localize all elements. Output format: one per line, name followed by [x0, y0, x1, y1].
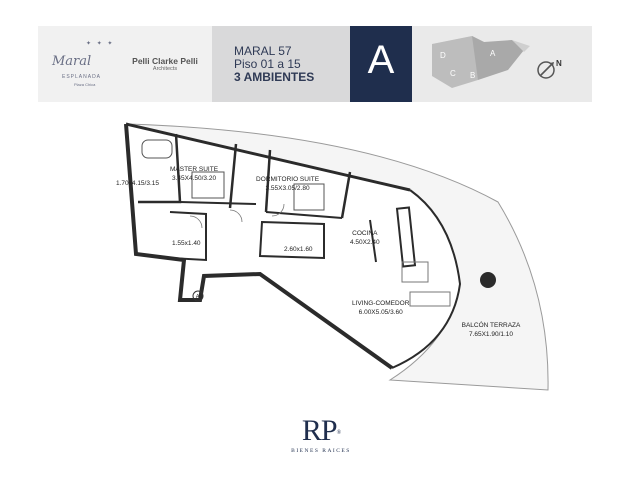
unit-info-panel: MARAL 57 Piso 01 a 15 3 AMBIENTES	[212, 26, 350, 102]
room-master-suite: MASTER SUITE 3.45X4.50/3.20	[170, 166, 218, 183]
bathtub-icon	[141, 139, 173, 159]
dining-table-icon	[409, 291, 451, 307]
floors-range: Piso 01 a 15	[234, 57, 301, 71]
rp-logo-mark: RP	[301, 414, 338, 447]
key-plan-label-c: C	[450, 69, 456, 78]
wall-dorm-south	[265, 211, 343, 219]
architect-logo: Pelli Clarke Pelli Architects	[124, 56, 206, 72]
wall-dorm-west	[264, 149, 272, 213]
stars-icon: ✦ ✦ ✦	[86, 41, 115, 47]
room-cocina: COCINA 4.50X2.40	[350, 230, 380, 247]
planter-icon	[480, 272, 496, 288]
room-bath-1: 1.70x4.15/3.15	[116, 180, 160, 189]
door-swing-icon	[189, 215, 203, 229]
unit-letter: A	[367, 38, 395, 82]
rp-logo-subtitle: BIENES RAICES	[291, 448, 351, 454]
apartment-floor	[126, 124, 460, 368]
room-name: COCINA	[352, 230, 378, 237]
bath-3-walls	[258, 220, 325, 260]
architect-name: Pelli Clarke Pelli	[132, 56, 198, 66]
wall-kitchen	[369, 219, 377, 263]
room-name: MASTER SUITE	[170, 166, 219, 173]
entry-marker-label: A	[196, 294, 200, 300]
room-dims: 6.00X5.05/3.60	[358, 308, 403, 316]
outer-wall-west	[124, 123, 394, 370]
room-dims: 2.60x1.60	[284, 246, 313, 253]
key-plan-panel: D A C B N	[412, 26, 592, 102]
room-dims: 3.55X3.05/2.80	[265, 184, 310, 192]
sofa-icon	[401, 261, 429, 283]
unit-type: 3 AMBIENTES	[234, 70, 315, 84]
room-dims: 4.50X2.40	[350, 238, 380, 246]
door-swing-icon	[271, 203, 285, 217]
key-plan-wing	[512, 40, 530, 52]
key-plan-label-d: D	[440, 51, 446, 60]
room-name: BALCÓN TERRAZA	[461, 322, 521, 329]
maral-brand-name: Maral	[52, 54, 92, 69]
room-dims: 1.70x4.15/3.15	[116, 180, 160, 187]
registered-icon: ®	[336, 430, 341, 436]
room-dims: 1.55x1.40	[172, 240, 201, 247]
key-plan: D A C B N	[432, 36, 562, 88]
wall-dorm-east	[340, 171, 352, 219]
kitchen-island	[395, 206, 417, 268]
door-swing-icon	[229, 209, 243, 223]
room-bath-2: 1.55x1.40	[172, 240, 201, 249]
room-dims: 3.45X4.50/3.20	[171, 174, 217, 182]
dorm-bed-icon	[293, 183, 325, 211]
room-balcon-terraza: BALCÓN TERRAZA 7.65X1.90/1.10	[460, 322, 522, 339]
architect-sub: Architects	[152, 66, 178, 72]
entry-marker-icon	[192, 290, 204, 302]
maral-brand-subtitle: ESPLANADA	[62, 74, 102, 80]
north-arrow-icon	[537, 61, 555, 79]
key-plan-label-a: A	[490, 49, 496, 58]
outer-wall-north	[125, 122, 411, 192]
room-living-comedor: LIVING-COMEDOR 6.00X5.05/3.60	[352, 300, 409, 317]
rp-logo: RP® BIENES RAICES	[276, 416, 366, 462]
north-label: N	[556, 59, 562, 68]
floor-plan: A MASTER SUITE 3.45X4.50/3.20 DORMITORIO…	[80, 112, 560, 402]
wall-master-south	[179, 201, 257, 205]
master-bed-icon	[191, 171, 225, 199]
brand-panel: ✦ ✦ ✦ Maral ESPLANADA Plaza Chica Pelli …	[38, 26, 212, 102]
unit-letter-panel: A	[350, 26, 412, 102]
key-plan-building	[432, 36, 484, 88]
key-plan-label-b: B	[470, 71, 475, 80]
bath-2-walls	[169, 211, 207, 262]
room-dims: 7.65X1.90/1.10	[468, 330, 514, 338]
room-dormitorio-suite: DORMITORIO SUITE 3.55X3.05/2.80	[256, 176, 319, 193]
header: ✦ ✦ ✦ Maral ESPLANADA Plaza Chica Pelli …	[38, 26, 592, 102]
wall-master-east	[228, 143, 238, 209]
room-name: LIVING-COMEDOR	[352, 300, 410, 307]
key-plan-unit-a-highlight	[472, 36, 524, 80]
project-name: MARAL 57	[234, 44, 292, 58]
room-name: DORMITORIO SUITE	[256, 176, 320, 183]
facade-glass	[391, 189, 462, 369]
room-bath-3: 2.60x1.60	[284, 246, 313, 255]
maral-brand-place: Plaza Chica	[74, 82, 96, 87]
floor-plan-drawing: A	[124, 122, 549, 391]
maral-logo: ✦ ✦ ✦ Maral ESPLANADA Plaza Chica	[48, 36, 124, 92]
